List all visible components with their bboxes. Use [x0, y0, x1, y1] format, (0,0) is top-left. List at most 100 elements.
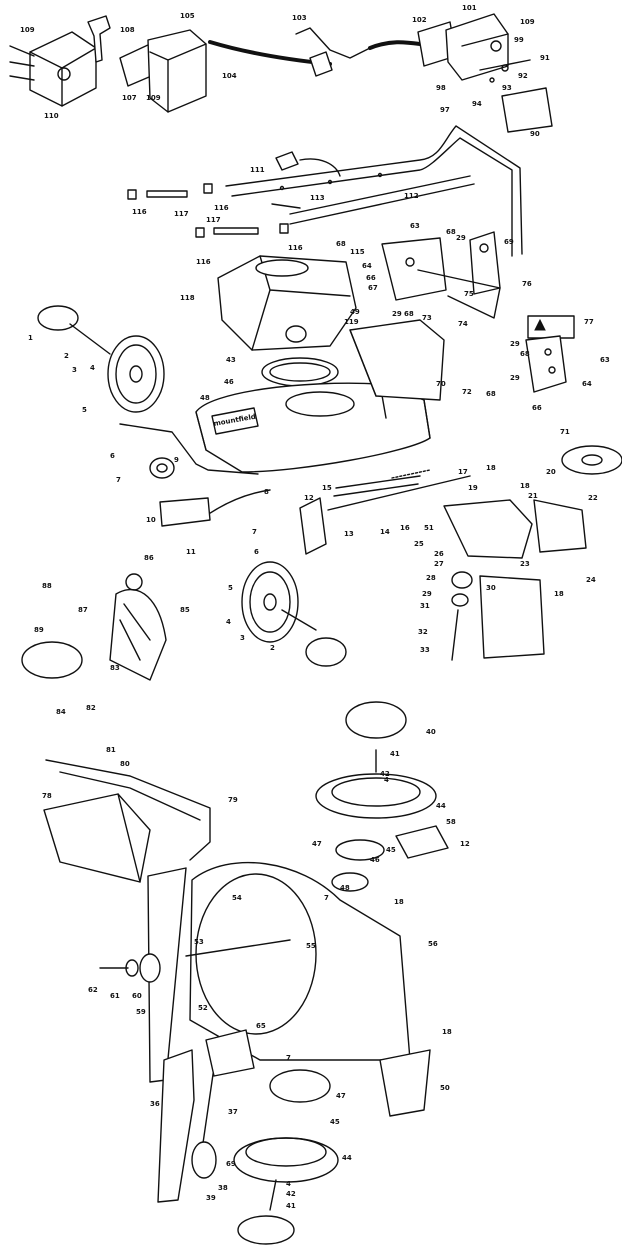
callout-29: 29 — [510, 374, 520, 382]
callout-36: 36 — [150, 1100, 160, 1108]
mower-deck-underside — [99, 861, 431, 1117]
callout-49: 49 — [350, 308, 360, 316]
callout-13: 13 — [344, 530, 354, 538]
callout-71: 71 — [560, 428, 570, 436]
callout-102: 102 — [412, 16, 427, 24]
callout-88: 88 — [42, 582, 52, 590]
callout-69: 69 — [226, 1160, 236, 1168]
callout-68: 68 — [520, 350, 530, 358]
callout-85: 85 — [180, 606, 190, 614]
callout-10: 10 — [146, 516, 156, 524]
callout-45: 45 — [330, 1118, 340, 1126]
callout-64: 64 — [582, 380, 592, 388]
callout-1: 1 — [28, 334, 33, 342]
callout-60: 60 — [132, 992, 142, 1000]
callout-14: 14 — [380, 528, 390, 536]
callout-81: 81 — [106, 746, 116, 754]
callout-51: 51 — [424, 524, 434, 532]
callout-6: 6 — [110, 452, 115, 460]
callout-46: 46 — [224, 378, 234, 386]
callout-5: 5 — [228, 584, 233, 592]
callout-73: 73 — [422, 314, 432, 322]
callout-67: 67 — [368, 284, 378, 292]
callout-15: 15 — [322, 484, 332, 492]
callout-4: 4 — [384, 776, 389, 784]
callout-18: 18 — [442, 1028, 452, 1036]
callout-25: 25 — [414, 540, 424, 548]
callout-18: 18 — [554, 590, 564, 598]
callout-111: 111 — [250, 166, 265, 174]
callout-32: 32 — [418, 628, 428, 636]
callout-42: 42 — [380, 770, 390, 778]
callout-43: 43 — [226, 356, 236, 364]
callout-83: 83 — [110, 664, 120, 672]
callout-77: 77 — [584, 318, 594, 326]
front-wheel — [241, 561, 347, 667]
callout-104: 104 — [222, 72, 237, 80]
drive-shaft-assembly — [157, 1029, 339, 1245]
callout-79: 79 — [228, 796, 238, 804]
callout-54: 54 — [232, 894, 242, 902]
callout-47: 47 — [336, 1092, 346, 1100]
callout-42: 42 — [286, 1190, 296, 1198]
callout-84: 84 — [56, 708, 66, 716]
callout-113: 113 — [310, 194, 325, 202]
mower-deck: mountfield — [195, 319, 445, 473]
callout-41: 41 — [286, 1202, 296, 1210]
callout-7: 7 — [286, 1054, 291, 1062]
callout-41: 41 — [390, 750, 400, 758]
callout-12: 12 — [304, 494, 314, 502]
callout-93: 93 — [502, 84, 512, 92]
callout-63: 63 — [600, 356, 610, 364]
callout-94: 94 — [472, 100, 482, 108]
callout-23: 23 — [520, 560, 530, 568]
callout-61: 61 — [110, 992, 120, 1000]
callout-70: 70 — [436, 380, 446, 388]
callout-44: 44 — [342, 1154, 352, 1162]
callout-103: 103 — [292, 14, 307, 22]
callout-98: 98 — [436, 84, 446, 92]
callout-89: 89 — [34, 626, 44, 634]
callout-109: 109 — [146, 94, 161, 102]
throttle-control-assembly — [9, 15, 207, 113]
callout-117: 117 — [206, 216, 221, 224]
callout-108: 108 — [120, 26, 135, 34]
callout-68: 68 — [336, 240, 346, 248]
callout-18: 18 — [520, 482, 530, 490]
callout-3: 3 — [240, 634, 245, 642]
callout-62: 62 — [88, 986, 98, 994]
handle-bracket-left — [525, 335, 567, 393]
callout-74: 74 — [458, 320, 468, 328]
callout-75: 75 — [464, 290, 474, 298]
callout-64: 64 — [362, 262, 372, 270]
rear-flap-assembly — [21, 573, 167, 681]
callout-6: 6 — [254, 548, 259, 556]
warning-decal — [527, 315, 575, 339]
callout-29: 29 — [422, 590, 432, 598]
callout-110: 110 — [44, 112, 59, 120]
callout-118: 118 — [180, 294, 195, 302]
callout-87: 87 — [78, 606, 88, 614]
callout-58: 58 — [446, 818, 456, 826]
callout-48: 48 — [340, 884, 350, 892]
callout-72: 72 — [462, 388, 472, 396]
callout-40: 40 — [426, 728, 436, 736]
callout-92: 92 — [518, 72, 528, 80]
engine-assembly — [217, 255, 357, 387]
callout-12: 12 — [460, 840, 470, 848]
callout-90: 90 — [530, 130, 540, 138]
callout-30: 30 — [486, 584, 496, 592]
callout-16: 16 — [400, 524, 410, 532]
callout-78: 78 — [42, 792, 52, 800]
callout-39: 39 — [206, 1194, 216, 1202]
callout-20: 20 — [546, 468, 556, 476]
throttle-cable — [208, 27, 422, 77]
callout-22: 22 — [588, 494, 598, 502]
callout-18: 18 — [394, 898, 404, 906]
callout-28: 28 — [426, 574, 436, 582]
callout-3: 3 — [72, 366, 77, 374]
callout-66: 66 — [532, 404, 542, 412]
callout-65: 65 — [256, 1022, 266, 1030]
callout-66: 66 — [366, 274, 376, 282]
callout-107: 107 — [122, 94, 137, 102]
